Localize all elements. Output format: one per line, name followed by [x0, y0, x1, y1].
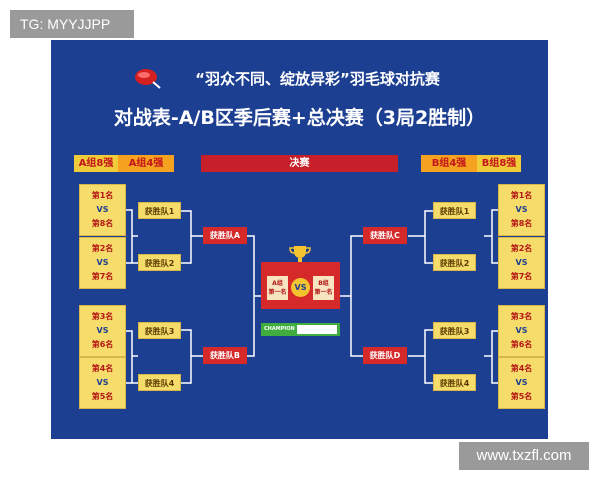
winner-right-r2-d: 获胜队D — [363, 347, 407, 364]
seed-top: 第2名 — [91, 244, 114, 253]
header-a8: A组8强 — [74, 155, 118, 172]
final-team-right-line1: B组 — [318, 280, 329, 287]
seed-bottom: 第6名 — [510, 340, 533, 349]
winner-right-r1-1: 获胜队1 — [433, 202, 476, 219]
seed-bottom: 第8名 — [510, 219, 533, 228]
winner-left-r1-4: 获胜队4 — [138, 374, 181, 391]
champion-name-field — [297, 325, 337, 334]
seed-vs: VS — [96, 326, 109, 335]
winner-left-r2-a: 获胜队A — [203, 227, 247, 244]
final-team-left-line2: 第一名 — [268, 289, 287, 296]
seed-box-left-3: 第3名 VS 第6名 — [79, 305, 126, 357]
seed-vs: VS — [515, 205, 528, 214]
final-team-right: B组 第一名 — [313, 276, 334, 300]
seed-vs: VS — [96, 258, 109, 267]
bracket-poster: “羽众不同、绽放异彩”羽毛球对抗赛 对战表-A/B区季后赛+总决赛（3局2胜制）… — [51, 40, 548, 439]
seed-bottom: 第7名 — [91, 272, 114, 281]
winner-left-r2-b: 获胜队B — [203, 347, 247, 364]
seed-top: 第3名 — [510, 312, 533, 321]
badminton-logo-icon — [135, 69, 161, 89]
winner-right-r1-2: 获胜队2 — [433, 254, 476, 271]
header-right: B组4强 B组8强 — [421, 155, 521, 172]
seed-bottom: 第8名 — [91, 219, 114, 228]
final-team-left-line1: A组 — [272, 280, 283, 287]
final-team-right-line2: 第一名 — [314, 289, 333, 296]
seed-vs: VS — [96, 378, 109, 387]
winner-right-r2-c: 获胜队C — [363, 227, 407, 244]
seed-box-left-2: 第2名 VS 第7名 — [79, 237, 126, 289]
bracket-lines — [126, 209, 498, 384]
seed-top: 第3名 — [91, 312, 114, 321]
seed-box-right-2: 第2名 VS 第7名 — [498, 237, 545, 289]
seed-box-left-4: 第4名 VS 第5名 — [79, 357, 126, 409]
header-a4: A组4强 — [118, 155, 174, 172]
header-final-wrap: 决赛 — [201, 155, 398, 172]
seed-vs: VS — [515, 258, 528, 267]
final-team-left: A组 第一名 — [267, 276, 288, 300]
header-b8: B组8强 — [477, 155, 521, 172]
seed-box-right-3: 第3名 VS 第6名 — [498, 305, 545, 357]
title-line2: 对战表-A/B区季后赛+总决赛（3局2胜制） — [113, 107, 486, 129]
seed-vs: VS — [515, 378, 528, 387]
winner-left-r1-2: 获胜队2 — [138, 254, 181, 271]
watermark-top: TG: MYYJJPP — [10, 10, 134, 38]
title-line1: “羽众不同、绽放异彩”羽毛球对抗赛 — [195, 70, 440, 88]
header-left: A组8强 A组4强 — [74, 155, 174, 172]
winner-right-r1-3: 获胜队3 — [433, 322, 476, 339]
seed-bottom: 第7名 — [510, 272, 533, 281]
seed-top: 第2名 — [510, 244, 533, 253]
seed-box-right-1: 第1名 VS 第8名 — [498, 184, 545, 236]
seed-vs: VS — [96, 205, 109, 214]
seed-bottom: 第5名 — [510, 392, 533, 401]
seed-bottom: 第6名 — [91, 340, 114, 349]
winner-left-r1-1: 获胜队1 — [138, 202, 181, 219]
seed-box-left-1: 第1名 VS 第8名 — [79, 184, 126, 236]
seed-top: 第1名 — [510, 191, 533, 200]
seed-box-right-4: 第4名 VS 第5名 — [498, 357, 545, 409]
final-vs-badge: VS — [291, 278, 310, 297]
seed-bottom: 第5名 — [91, 392, 114, 401]
winner-right-r1-4: 获胜队4 — [433, 374, 476, 391]
header-final: 决赛 — [201, 155, 398, 172]
seed-top: 第1名 — [91, 191, 114, 200]
winner-left-r1-3: 获胜队3 — [138, 322, 181, 339]
seed-top: 第4名 — [510, 364, 533, 373]
header-b4: B组4强 — [421, 155, 477, 172]
final-match-box: A组 第一名 VS B组 第一名 — [261, 262, 340, 309]
seed-top: 第4名 — [91, 364, 114, 373]
seed-vs: VS — [515, 326, 528, 335]
watermark-bottom: www.txzfl.com — [459, 442, 589, 470]
